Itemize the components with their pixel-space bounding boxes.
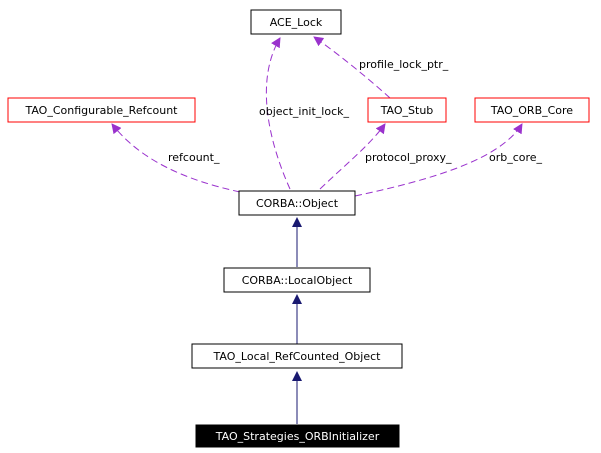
- nodes: ACE_Lock TAO_Configurable_Refcount TAO_S…: [7, 9, 590, 448]
- node-label-tao-configurable-refcount: TAO_Configurable_Refcount: [24, 104, 178, 117]
- edge-label-orb-core: orb_core_: [489, 151, 543, 164]
- node-label-tao-stub: TAO_Stub: [380, 104, 434, 117]
- node-ace-lock[interactable]: ACE_Lock: [250, 9, 342, 35]
- node-label-corba-localobject: CORBA::LocalObject: [242, 274, 353, 287]
- node-label-tao-strategies-orbinitializer: TAO_Strategies_ORBInitializer: [215, 430, 380, 443]
- node-label-corba-object: CORBA::Object: [256, 197, 339, 210]
- node-label-tao-local-refcounted-object: TAO_Local_RefCounted_Object: [213, 350, 382, 363]
- edge-label-refcount: refcount_: [168, 151, 220, 164]
- edge-orb-core: [354, 123, 523, 197]
- node-corba-localobject[interactable]: CORBA::LocalObject: [223, 267, 371, 293]
- edge-refcount: [111, 123, 241, 193]
- edge-object-init-lock: [265, 37, 291, 190]
- edge-label-protocol-proxy: protocol_proxy_: [365, 151, 452, 164]
- node-tao-strategies-orbinitializer[interactable]: TAO_Strategies_ORBInitializer: [195, 424, 400, 448]
- node-label-tao-orb-core: TAO_ORB_Core: [490, 104, 573, 117]
- node-tao-stub[interactable]: TAO_Stub: [367, 97, 447, 123]
- edge-protocol-proxy: [319, 123, 386, 190]
- edge-labels: object_init_lock_ profile_lock_ptr_ refc…: [168, 58, 543, 164]
- edges: [111, 36, 523, 424]
- node-tao-configurable-refcount[interactable]: TAO_Configurable_Refcount: [7, 97, 196, 123]
- node-label-ace-lock: ACE_Lock: [270, 16, 323, 29]
- node-tao-local-refcounted-object[interactable]: TAO_Local_RefCounted_Object: [191, 343, 403, 369]
- node-corba-object[interactable]: CORBA::Object: [238, 190, 356, 216]
- edge-label-profile-lock-ptr: profile_lock_ptr_: [359, 58, 449, 71]
- edge-label-object-init-lock: object_init_lock_: [259, 105, 349, 118]
- edge-profile-lock-ptr: [313, 36, 391, 99]
- node-tao-orb-core[interactable]: TAO_ORB_Core: [474, 97, 590, 123]
